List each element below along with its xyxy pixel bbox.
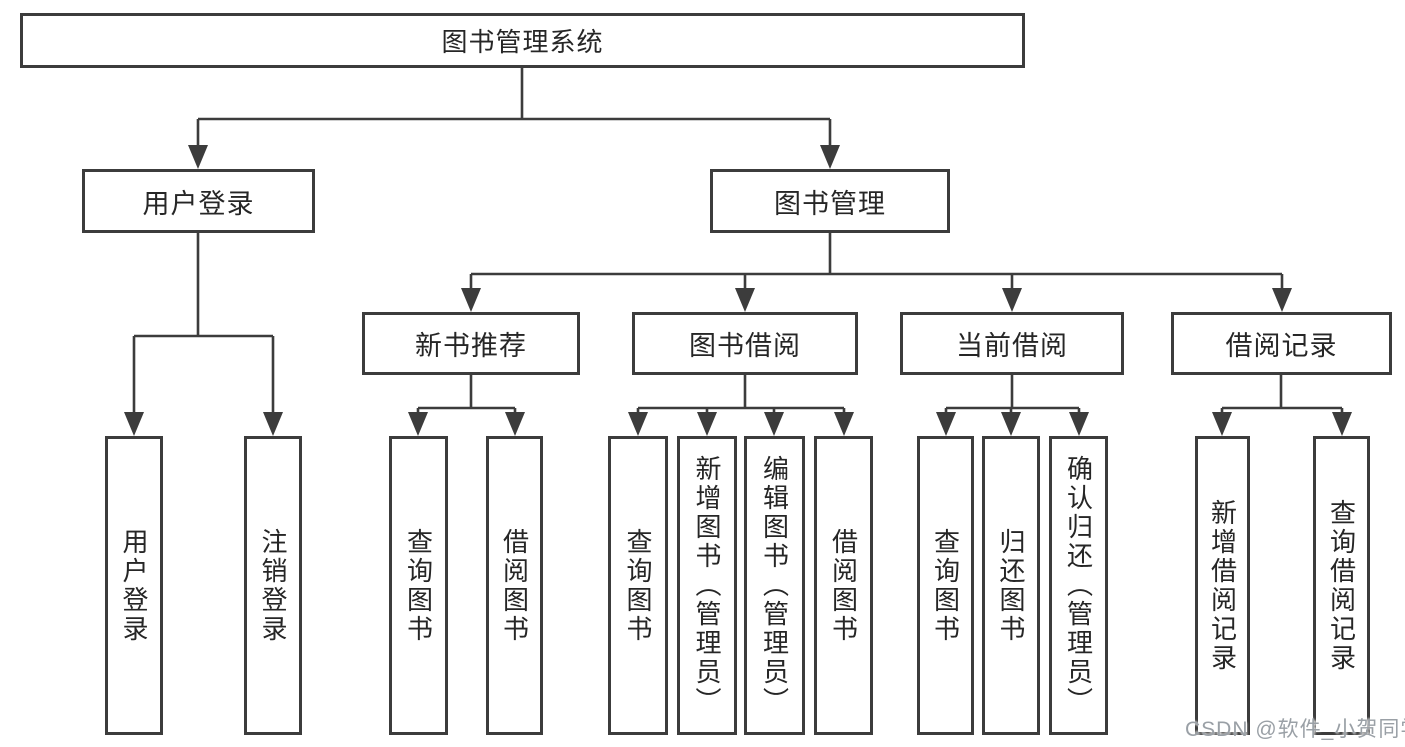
- node-leaf-query-books-1: 查询图书: [389, 436, 448, 735]
- node-current-borrowing: 当前借阅: [900, 312, 1124, 375]
- csdn-watermark: CSDN @软件_小贺同学: [1185, 718, 1405, 741]
- node-leaf-borrow-books-2: 借阅图书: [814, 436, 873, 735]
- node-book-borrowing: 图书借阅: [632, 312, 858, 375]
- node-leaf-user-login: 用户登录: [105, 436, 163, 735]
- node-new-book-recommend: 新书推荐: [362, 312, 580, 375]
- node-book-management: 图书管理: [710, 169, 950, 233]
- node-leaf-confirm-return-admin: 确认归还（管理员）: [1049, 436, 1108, 735]
- node-leaf-query-borrow-record: 查询借阅记录: [1313, 436, 1370, 735]
- node-leaf-borrow-books-1: 借阅图书: [486, 436, 543, 735]
- node-leaf-edit-books-admin: 编辑图书（管理员）: [744, 436, 805, 735]
- node-leaf-logout: 注销登录: [244, 436, 302, 735]
- node-leaf-add-books-admin: 新增图书（管理员）: [677, 436, 737, 735]
- node-leaf-return-books: 归还图书: [982, 436, 1040, 735]
- node-leaf-query-books-3: 查询图书: [917, 436, 974, 735]
- node-user-login: 用户登录: [82, 169, 315, 233]
- node-library-management-system: 图书管理系统: [20, 13, 1025, 68]
- node-leaf-add-borrow-record: 新增借阅记录: [1195, 436, 1250, 735]
- node-leaf-query-books-2: 查询图书: [608, 436, 668, 735]
- node-borrowing-records: 借阅记录: [1171, 312, 1392, 375]
